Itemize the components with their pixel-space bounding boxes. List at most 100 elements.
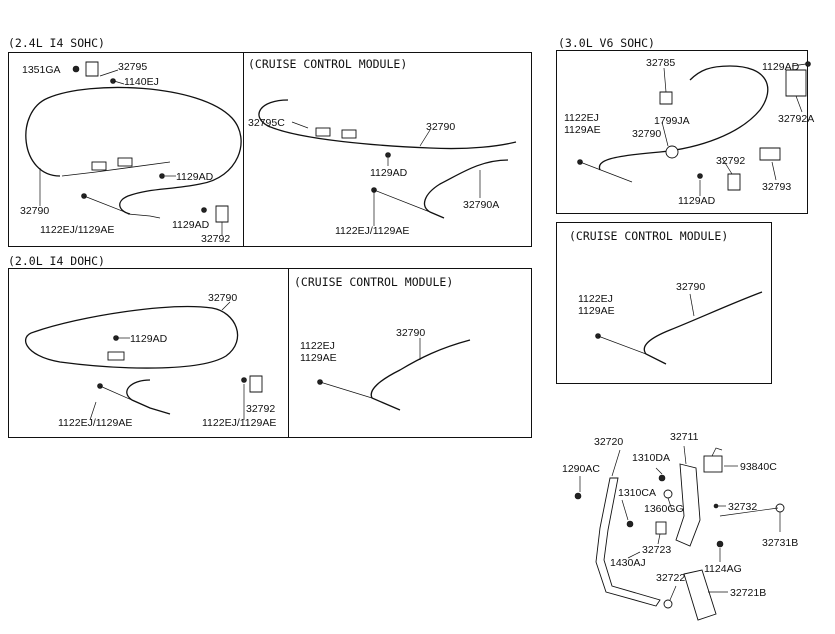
label-1310da: 1310DA xyxy=(632,452,670,464)
label-32793: 32793 xyxy=(762,181,791,193)
label-32790-2.0l-cruise: 32790 xyxy=(396,327,425,339)
label-32792: 32792 xyxy=(201,233,230,245)
sensor-93840c xyxy=(703,455,723,473)
panel-2.0l xyxy=(8,268,532,438)
bolt-1129ad xyxy=(159,173,165,179)
label-32792-3.0l: 32792 xyxy=(716,155,745,167)
panel-3.0l xyxy=(556,50,808,214)
label-32795: 32795 xyxy=(118,61,147,73)
label-32790-cruise: 32790 xyxy=(426,121,455,133)
cable-32790-loop xyxy=(598,65,769,171)
bracket-32793 xyxy=(759,147,781,161)
cable-32790a xyxy=(423,159,509,219)
pedal-bracket-32711 xyxy=(675,463,701,547)
bolt-1351ga xyxy=(72,65,80,73)
bracket-32792 xyxy=(249,375,263,393)
label-1129ae-2.0l-cruise: 1129AE xyxy=(300,352,337,364)
bolt-1129ad-lower xyxy=(201,207,207,213)
label-1124ag: 1124AG xyxy=(704,563,742,575)
label-1129ad-3.0l: 1129AD xyxy=(762,61,800,73)
label-32790a: 32790A xyxy=(463,199,499,211)
label-32790-3.0l-cruise: 32790 xyxy=(676,281,705,293)
bolt-1290ac xyxy=(574,492,582,500)
label-1129ad-lower: 1129AD xyxy=(172,219,210,231)
label-32731b: 32731B xyxy=(762,537,798,549)
label-32792a: 32792A xyxy=(778,113,814,125)
label-32795c: 32795C xyxy=(248,117,285,129)
label-1129ad-3.0l-lower: 1129AD xyxy=(678,195,716,207)
label-1351ga: 1351GA xyxy=(22,64,61,76)
label-1122ej-1129ae-2.0l-right: 1122EJ/1129AE xyxy=(202,417,276,429)
clip-part xyxy=(107,351,125,361)
assembly-2.4l-cruise-cable xyxy=(258,99,517,226)
assembly-2.0l-accelerator-cable xyxy=(24,301,263,421)
panel-3.0l-cruise xyxy=(556,222,772,384)
clip-part xyxy=(341,129,357,139)
label-32790-2.0l: 32790 xyxy=(208,292,237,304)
clip-part xyxy=(315,127,331,137)
header-cruise-control-module-3.0l: (CRUISE CONTROL MODULE) xyxy=(569,229,729,243)
assembly-3.0l-cruise-cable xyxy=(595,291,763,365)
label-1122ej-1129ae-2.0l: 1122EJ/1129AE xyxy=(58,417,132,429)
header-3.0l-v6-sohc: (3.0L V6 SOHC) xyxy=(558,36,655,50)
panel-2.4l-divider xyxy=(243,52,244,247)
clip-part xyxy=(91,161,107,171)
bolt-1129ad xyxy=(805,61,811,67)
assembly-2.0l-cruise-cable xyxy=(317,338,471,411)
label-32711: 32711 xyxy=(670,431,699,443)
bracket-32792a xyxy=(785,69,807,97)
bolt-1129ad xyxy=(385,152,391,158)
assembly-3.0l-accelerator-cable xyxy=(577,61,811,196)
cable-32790 xyxy=(370,339,471,411)
label-1129ae-3.0l-cruise: 1129AE xyxy=(578,305,615,317)
cable-32790-loop xyxy=(24,305,239,369)
cable-32790-loop xyxy=(25,86,242,215)
bolt-1129ad-lower xyxy=(697,173,703,179)
label-1129ad-2.0l: 1129AD xyxy=(130,333,168,345)
nut-1310da xyxy=(658,474,666,482)
assembly-accelerator-pedal xyxy=(574,445,785,621)
label-32720: 32720 xyxy=(594,436,623,448)
label-32732: 32732 xyxy=(728,501,757,513)
clip-part xyxy=(117,157,133,167)
pedal-pad-32721b xyxy=(683,569,717,621)
washer-1360gg xyxy=(663,489,673,499)
header-2.0l-i4-dohc: (2.0L I4 DOHC) xyxy=(8,254,105,268)
label-1310ca: 1310CA xyxy=(618,487,656,499)
label-32785: 32785 xyxy=(646,57,675,69)
label-1122ej-3.0l-cruise: 1122EJ xyxy=(578,293,613,305)
pin-32722 xyxy=(663,599,673,609)
label-1122ej-2.0l-cruise: 1122EJ xyxy=(300,340,335,352)
label-1140ej: 1140EJ xyxy=(124,76,159,88)
label-1290ac: 1290AC xyxy=(562,463,600,475)
header-cruise-control-module-2.0l: (CRUISE CONTROL MODULE) xyxy=(294,275,454,289)
assembly-2.4l-accelerator-cable xyxy=(25,61,242,236)
cable-32790 xyxy=(258,99,517,150)
bracket-32792 xyxy=(215,205,229,223)
bolt-1124ag xyxy=(716,540,724,548)
pin-32732 xyxy=(713,503,719,509)
header-cruise-control-module-2.4l: (CRUISE CONTROL MODULE) xyxy=(248,57,408,71)
bolt-1140ej xyxy=(110,78,116,84)
label-1129ae-3.0l: 1129AE xyxy=(564,124,601,136)
bracket-32792 xyxy=(727,173,741,191)
label-93840c: 93840C xyxy=(740,461,777,473)
label-32792-2.0l: 32792 xyxy=(246,403,275,415)
header-2.4l-i4-sohc: (2.4L I4 SOHC) xyxy=(8,36,105,50)
bracket-32795 xyxy=(85,61,99,77)
bushing-32723 xyxy=(655,521,667,535)
panel-2.0l-divider xyxy=(288,268,289,438)
label-32721b: 32721B xyxy=(730,587,766,599)
cable-32790 xyxy=(643,291,763,365)
label-1122ej-1129ae: 1122EJ/1129AE xyxy=(40,224,114,236)
bolt-1122ej-r xyxy=(241,377,247,383)
label-32790-3.0l: 32790 xyxy=(632,128,661,140)
label-32723: 32723 xyxy=(642,544,671,556)
grommet-1799ja xyxy=(665,145,679,159)
label-1122ej-3.0l: 1122EJ xyxy=(564,112,599,124)
label-1360gg: 1360GG xyxy=(644,503,684,515)
nut-1310ca xyxy=(626,520,634,528)
label-1799ja: 1799JA xyxy=(654,115,690,127)
panel-2.4l xyxy=(8,52,532,247)
